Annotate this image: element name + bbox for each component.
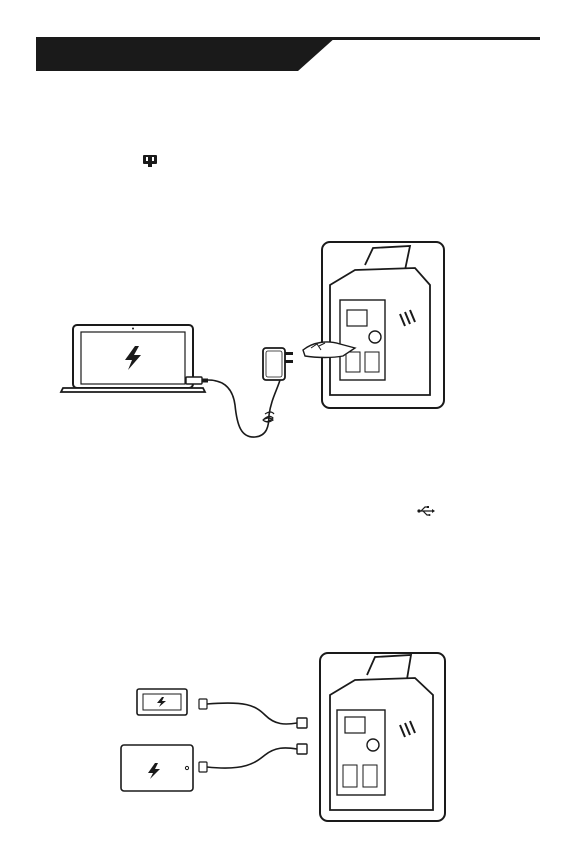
usb-cables (199, 699, 307, 772)
dc-cable (186, 377, 280, 437)
laptop-charging-figure (55, 230, 455, 445)
header-rule (330, 37, 540, 40)
ac-outlet-icon (142, 154, 158, 168)
laptop-illustration (61, 325, 205, 392)
section-header-banner (36, 37, 336, 71)
tablet-illustration (121, 745, 193, 791)
ac-adapter-illustration (263, 348, 293, 380)
power-station-illustration (320, 653, 445, 821)
usb-icon (417, 506, 435, 516)
usb-charging-figure (115, 645, 455, 825)
power-station-illustration (303, 242, 444, 408)
phone-illustration (137, 689, 187, 715)
